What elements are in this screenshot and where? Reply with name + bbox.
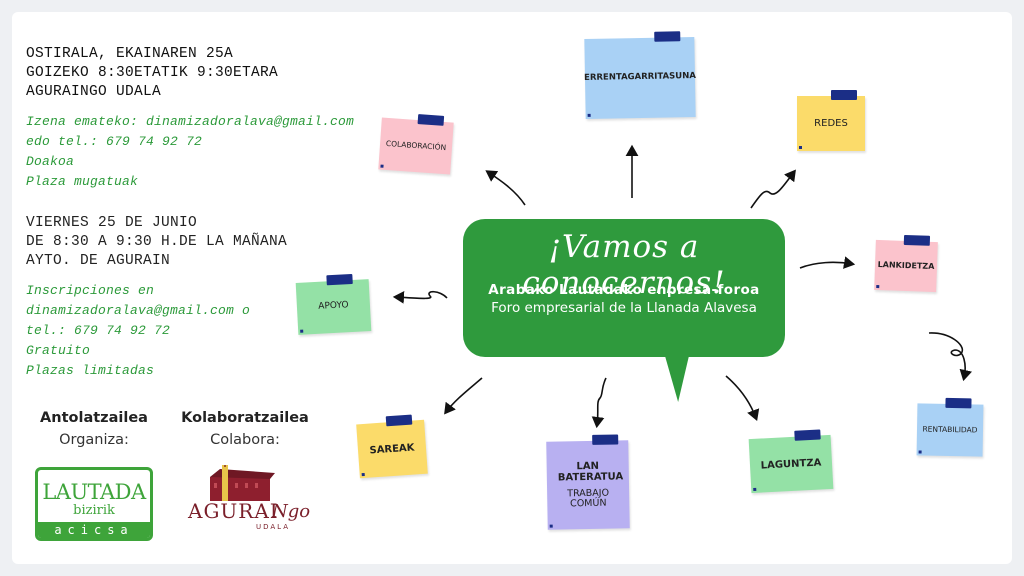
spanish-event-time: DE 8:30 A 9:30 H.DE LA MAÑANA <box>26 234 288 250</box>
note-lankidetza: LANKIDETZA <box>874 234 938 293</box>
spanish-event-place: AYTO. DE AGURAIN <box>26 253 171 269</box>
organizer-heading: Antolatzailea Organiza: <box>29 410 159 448</box>
note-label: LANKIDETZA <box>877 259 935 271</box>
tape-icon <box>592 434 619 445</box>
pin-dot <box>918 450 922 454</box>
tape-icon <box>945 397 972 409</box>
spanish-event-date: VIERNES 25 DE JUNIO <box>26 215 198 231</box>
tape-icon <box>326 273 353 286</box>
agurain-logo-udala: UDALA <box>256 523 291 531</box>
arrow-to-redes <box>750 169 796 209</box>
basque-event-place: AGURAINGO UDALA <box>26 84 162 100</box>
spanish-registration-phone[interactable]: tel.: 679 74 92 72 <box>26 323 171 338</box>
pin-dot <box>300 329 304 333</box>
lautada-bizirik-logo: LAUTADA bizirik acicsa <box>35 467 153 541</box>
town-hall-building-icon <box>210 465 275 501</box>
lautada-logo-band: acicsa <box>38 522 150 538</box>
collaborator-heading: Kolaboratzailea Colabora: <box>180 410 310 448</box>
basque-event-details: OSTIRALA, EKAINAREN 25A GOIZEKO 8:30ETAT… <box>26 45 278 102</box>
note-label: RENTABILIDAD <box>922 424 978 435</box>
note-laguntza: LAGUNTZA <box>748 429 834 494</box>
pin-dot <box>549 524 553 528</box>
arrow-to-colaboracion <box>485 170 526 206</box>
bubble-subtitle-basque: Arabako Lautadako enpresa-foroa <box>488 282 760 298</box>
organizer-subtitle: Organiza: <box>59 432 129 448</box>
basque-registration-phone[interactable]: edo tel.: 679 74 92 72 <box>26 134 203 149</box>
lautada-logo-word: LAUTADA <box>42 480 146 504</box>
collaborator-title: Kolaboratzailea <box>181 410 309 426</box>
tape-icon <box>903 234 931 246</box>
note-label: COLABORACIÓN <box>385 138 447 152</box>
basque-registration-email[interactable]: Izena emateko: dinamizadoralava@gmail.co… <box>26 114 355 129</box>
note-sublabel: TRABAJO COMÚN <box>567 487 610 510</box>
spanish-registration-email[interactable]: dinamizadoralava@gmail.com o <box>26 303 251 318</box>
note-label: LAGUNTZA <box>760 456 822 472</box>
agurain-logo-word: AGURAI <box>188 499 279 523</box>
note-label: REDES <box>814 118 848 129</box>
note-lan-bateratua: LAN BATERATUA TRABAJO COMÚN <box>546 434 630 530</box>
note-rentabilidad: RENTABILIDAD <box>916 397 984 457</box>
bubble-subtitle-spanish: Foro empresarial de la Llanada Alavesa <box>491 300 757 316</box>
pin-dot <box>587 113 591 117</box>
agurain-logo-suffix: Ngo <box>272 501 311 522</box>
arrow-to-lan-bateratua <box>591 377 607 429</box>
basque-registration-info: Izena emateko: dinamizadoralava@gmail.co… <box>26 112 354 192</box>
spanish-limited-note: Plazas limitadas <box>26 363 155 378</box>
agurain-udala-logo: AGURAI Ngo UDALA <box>180 465 310 545</box>
pin-dot <box>799 146 802 149</box>
speech-bubble: ¡Vamos a conocernos! Arabako Lautadako e… <box>463 219 785 357</box>
note-label: SAREAK <box>369 441 415 457</box>
pin-dot <box>380 164 384 168</box>
note-colaboracion: COLABORACIÓN <box>378 114 454 175</box>
arrow-to-sareak <box>444 377 483 415</box>
collaborator-subtitle: Colabora: <box>210 432 280 448</box>
note-label: ERRENTAGARRITASUNA <box>584 71 696 84</box>
spanish-registration-intro: Inscripciones en <box>26 283 155 298</box>
basque-limited-note: Plaza mugatuak <box>26 174 139 189</box>
spanish-event-details: VIERNES 25 DE JUNIO DE 8:30 A 9:30 H.DE … <box>26 214 287 271</box>
note-redes: REDES <box>797 90 865 151</box>
spanish-free-note: Gratuito <box>26 343 91 358</box>
pin-dot <box>876 284 880 289</box>
note-apoyo: APOYO <box>295 273 372 335</box>
note-label: APOYO <box>318 300 349 312</box>
arrow-to-laguntza <box>725 375 760 421</box>
pin-dot <box>361 472 365 477</box>
note-label: LAN BATERATUA <box>557 460 624 484</box>
note-sareak: SAREAK <box>356 414 428 479</box>
arrow-to-lankidetza <box>799 256 856 269</box>
bubble-title: ¡Vamos a conocernos! <box>522 229 726 301</box>
pin-dot <box>753 487 757 492</box>
arrow-to-rentabilidad <box>928 332 973 382</box>
basque-event-time: GOIZEKO 8:30ETATIK 9:30ETARA <box>26 65 279 81</box>
tape-icon <box>831 90 857 100</box>
arrow-to-apoyo <box>392 290 448 304</box>
lautada-logo-sub: bizirik <box>73 503 115 518</box>
speech-bubble-tail <box>662 352 690 402</box>
tape-icon <box>417 114 445 126</box>
basque-free-note: Doakoa <box>26 154 75 169</box>
spanish-registration-info: Inscripciones en dinamizadoralava@gmail.… <box>26 281 250 381</box>
organizer-title: Antolatzailea <box>40 410 148 426</box>
note-errentagarritasuna: ERRENTAGARRITASUNA <box>584 31 696 119</box>
basque-event-date: OSTIRALA, EKAINAREN 25A <box>26 46 234 62</box>
tape-icon <box>654 31 681 42</box>
tape-icon <box>385 414 413 427</box>
tape-icon <box>794 429 821 441</box>
